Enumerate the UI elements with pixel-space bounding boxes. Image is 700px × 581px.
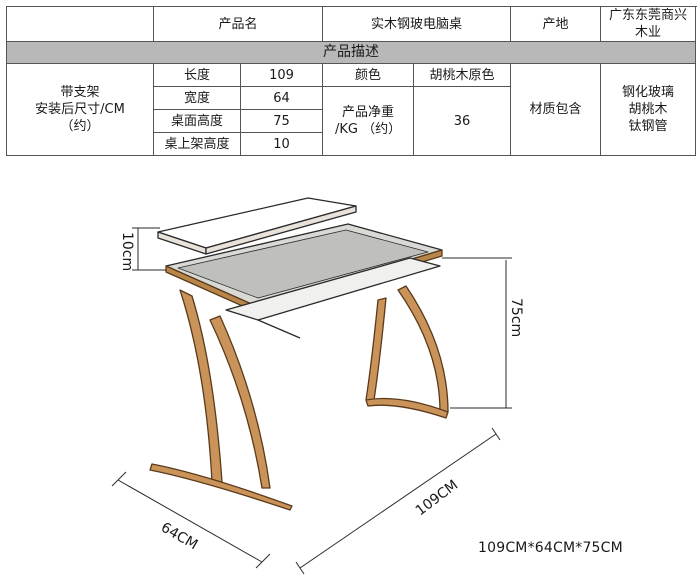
dimension-label: 桌上架高度 bbox=[153, 132, 241, 156]
material-value: 钢化玻璃 胡桃木 钛钢管 bbox=[600, 63, 697, 156]
net-weight-label: 产品净重 /KG （约） bbox=[322, 86, 415, 156]
dimension-row: 带支架 安装后尺寸/CM （约） 长度 109 颜色 胡桃木原色 材质包含 钢化… bbox=[6, 63, 697, 156]
color-value: 胡桃木原色 bbox=[413, 63, 512, 87]
origin-value: 广东东莞商兴木业 bbox=[600, 6, 697, 42]
width-label: 64CM bbox=[158, 520, 200, 554]
length-tick bbox=[491, 427, 501, 441]
dimensions-caption: 109CM*64CM*75CM bbox=[478, 540, 623, 556]
material-label: 材质包含 bbox=[510, 63, 602, 156]
desk-drawing: 10cm 75cm 109CM 64CM bbox=[111, 197, 524, 575]
origin-label: 产地 bbox=[510, 6, 602, 42]
dimension-value: 10 bbox=[239, 132, 324, 156]
description-header: 产品描述 bbox=[5, 41, 697, 64]
dimension-value: 75 bbox=[239, 109, 324, 133]
dimension-row: 桌上架高度 10 bbox=[7, 132, 696, 156]
product-name-label: 产品名 bbox=[152, 6, 324, 42]
length-label: 109CM bbox=[413, 477, 461, 519]
dimension-value: 64 bbox=[239, 86, 324, 110]
dimension-value: 109 bbox=[239, 63, 324, 87]
blank-cell bbox=[6, 6, 154, 42]
product-name-value: 实木钢玻电脑桌 bbox=[322, 6, 512, 42]
left-front-leg bbox=[149, 289, 293, 511]
spec-table: 产品名 实木钢玻电脑桌 产地 广东东莞商兴木业 产品描述 带支架 安装后尺寸/C… bbox=[5, 6, 697, 156]
desk-illustration bbox=[149, 197, 449, 511]
length-tick bbox=[295, 561, 305, 575]
top-shelf bbox=[157, 197, 357, 255]
dimension-label: 长度 bbox=[153, 63, 241, 87]
assembled-size-label: 带支架 安装后尺寸/CM （约） bbox=[6, 63, 154, 156]
dimension-row: 桌面高度 75 bbox=[7, 109, 696, 133]
dimension-label: 宽度 bbox=[153, 86, 241, 110]
net-weight-value: 36 bbox=[413, 86, 512, 156]
description-header-row: 产品描述 bbox=[5, 41, 697, 64]
dimension-row: 宽度 64 产品净重 /KG （约） 36 bbox=[7, 86, 696, 156]
width-line bbox=[117, 479, 263, 563]
keyboard-tray bbox=[225, 257, 441, 339]
width-tick bbox=[255, 553, 271, 569]
right-leg bbox=[365, 285, 449, 419]
dimension-lines bbox=[111, 227, 512, 575]
product-name-row: 产品名 实木钢玻电脑桌 产地 广东东莞商兴木业 bbox=[6, 6, 697, 42]
height-label: 75cm bbox=[508, 298, 524, 337]
shelf-height-label: 10cm bbox=[119, 232, 135, 271]
color-label: 颜色 bbox=[322, 63, 415, 87]
dimension-label: 桌面高度 bbox=[153, 109, 241, 133]
length-line bbox=[299, 433, 497, 569]
width-tick bbox=[111, 471, 127, 487]
